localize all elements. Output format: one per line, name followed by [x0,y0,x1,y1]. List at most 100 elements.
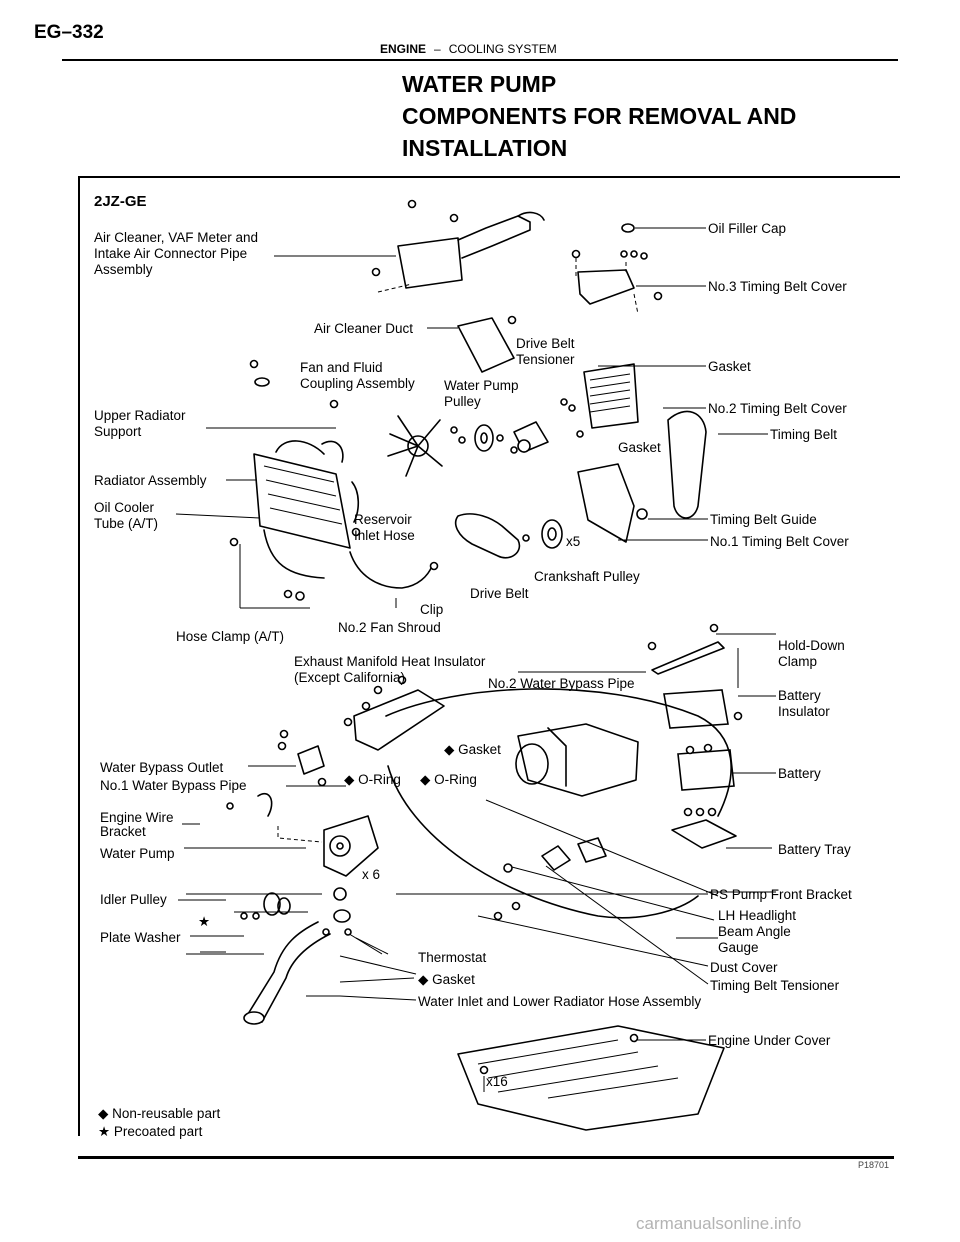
page-number: EG–332 [34,22,104,43]
part-idler-pulley [240,892,291,920]
part-water-bypass-outlet [277,729,327,787]
label-exhaust-insulator-2: (Except California) [294,670,405,685]
part-hold-down-clamp [647,623,725,675]
section-name: ENGINE [380,42,427,56]
legend-precoated: ★ Precoated part [98,1124,203,1139]
label-water-bypass-outlet: Water Bypass Outlet [100,760,224,775]
part-drive-belt-tensioner [496,421,549,454]
label-lh-headlight-1: LH Headlight [718,908,796,923]
part-reservoir-inlet-hose [351,481,361,537]
label-fan-coupling-2: Coupling Assembly [300,376,415,391]
title-line-1: WATER PUMP [402,71,557,97]
label-reservoir-inlet-hose-2: Inlet Hose [354,528,415,543]
label-exhaust-insulator-1: Exhaust Manifold Heat Insulator [294,654,486,669]
label-water-pump-pulley-1: Water Pump [444,378,519,393]
legend-non-reusable: ◆ Non-reusable part [98,1106,220,1121]
label-air-cleaner-duct: Air Cleaner Duct [314,321,413,336]
part-thermostat-and-water-inlet [243,887,352,1025]
part-no3-timing-belt-cover [571,249,663,315]
diagram-bottom-rule [78,1156,894,1159]
diagram-left-rule [78,176,80,1136]
label-x6: x 6 [362,867,380,882]
label-hose-clamp: Hose Clamp (A/T) [176,629,284,644]
label-timing-belt: Timing Belt [770,427,837,442]
part-no2-timing-belt-cover [560,363,639,438]
header-rule [62,59,898,61]
label-plate-washer: Plate Washer [100,930,181,945]
section-separator: – [434,42,441,56]
label-battery-insulator-1: Battery [778,688,821,703]
part-no1-timing-belt-cover [577,463,648,543]
part-battery-tray [671,807,737,849]
label-water-inlet: Water Inlet and Lower Radiator Hose Asse… [418,994,701,1009]
label-battery-insulator-2: Insulator [778,704,830,719]
label-o-ring-2: ◆ O-Ring [420,772,477,787]
part-throttle-and-engine [385,688,732,919]
label-drive-belt-tensioner-2: Tensioner [516,352,575,367]
part-water-pump [226,792,379,877]
running-head: ENGINE–COOLING SYSTEM [380,42,557,56]
page-title: WATER PUMP COMPONENTS FOR REMOVAL AND IN… [402,68,796,164]
label-battery: Battery [778,766,821,781]
exploded-view-drawing: 2JZ-GE Air Cleaner, VAF Meter and Intake… [94,193,889,1170]
label-o-ring-1: ◆ O-Ring [344,772,401,787]
title-line-2: COMPONENTS FOR REMOVAL AND [402,103,797,129]
label-no1-water-bypass-pipe: No.1 Water Bypass Pipe [100,778,247,793]
label-hold-down-clamp-2: Clamp [778,654,817,669]
part-water-pump-pulley [450,424,494,452]
part-drive-belt [454,513,521,559]
part-oil-filler-cap [621,223,635,233]
label-drive-belt: Drive Belt [470,586,529,601]
label-timing-belt-tensioner: Timing Belt Tensioner [710,978,840,993]
label-no2-fan-shroud: No.2 Fan Shroud [338,620,441,635]
part-exhaust-heat-insulator [343,675,445,751]
part-air-cleaner-duct [457,315,517,373]
label-no2-timing-belt-cover: No.2 Timing Belt Cover [708,401,847,416]
part-no2-fan-shroud [349,551,439,589]
leader-lines [175,227,776,1092]
components-diagram: 2JZ-GE Air Cleaner, VAF Meter and Intake… [78,176,900,1170]
label-timing-belt-guide: Timing Belt Guide [710,512,817,527]
label-oil-cooler-tube-2: Tube (A/T) [94,516,158,531]
part-air-cleaner-assembly [371,199,545,293]
label-lh-headlight-2: Beam Angle [718,924,791,939]
label-engine-under-cover: Engine Under Cover [708,1033,831,1048]
label-upper-radiator-support-1: Upper Radiator [94,408,186,423]
subsection-name: COOLING SYSTEM [448,42,557,56]
label-no3-timing-belt-cover: No.3 Timing Belt Cover [708,279,847,294]
callout-labels: 2JZ-GE Air Cleaner, VAF Meter and Intake… [94,193,889,1170]
label-ps-pump-front-bracket: PS Pump Front Bracket [710,887,852,902]
label-oil-filler-cap: Oil Filler Cap [708,221,786,236]
part-fan-and-fluid-coupling [249,359,443,477]
part-crankshaft-pulley [522,519,563,549]
label-fan-coupling-1: Fan and Fluid [300,360,383,375]
part-battery [663,689,743,791]
part-engine-under-cover [457,1025,725,1131]
diagram-top-rule [78,176,900,178]
label-drive-belt-tensioner-1: Drive Belt [516,336,575,351]
label-engine-wire-bracket-2: Bracket [100,824,146,839]
label-gasket-throttle: ◆ Gasket [444,742,501,757]
label-x5: x5 [566,534,580,549]
label-air-cleaner-2: Intake Air Connector Pipe [94,246,247,261]
label-lh-headlight-3: Gauge [718,940,759,955]
label-air-cleaner-1: Air Cleaner, VAF Meter and [94,230,258,245]
label-crankshaft-pulley: Crankshaft Pulley [534,569,640,584]
figure-code: P18701 [858,1160,889,1170]
label-oil-cooler-tube-1: Oil Cooler [94,500,155,515]
label-water-pump: Water Pump [100,846,175,861]
title-line-3: INSTALLATION [402,135,568,161]
label-gasket-upper: Gasket [708,359,751,374]
label-dust-cover: Dust Cover [710,960,778,975]
label-x16: x16 [486,1074,508,1089]
part-timing-belt [667,410,707,519]
label-radiator-assembly: Radiator Assembly [94,473,207,488]
part-oil-cooler-tube [229,529,325,601]
label-precoated-star: ★ [198,914,210,929]
part-radiator-assembly [253,440,351,549]
label-gasket-mid: Gasket [618,440,661,455]
label-engine-wire-bracket-1: Engine Wire [100,810,174,825]
label-water-pump-pulley-2: Pulley [444,394,481,409]
label-no1-timing-belt-cover: No.1 Timing Belt Cover [710,534,849,549]
part-ps-pump-bracket-and-misc [493,837,607,921]
